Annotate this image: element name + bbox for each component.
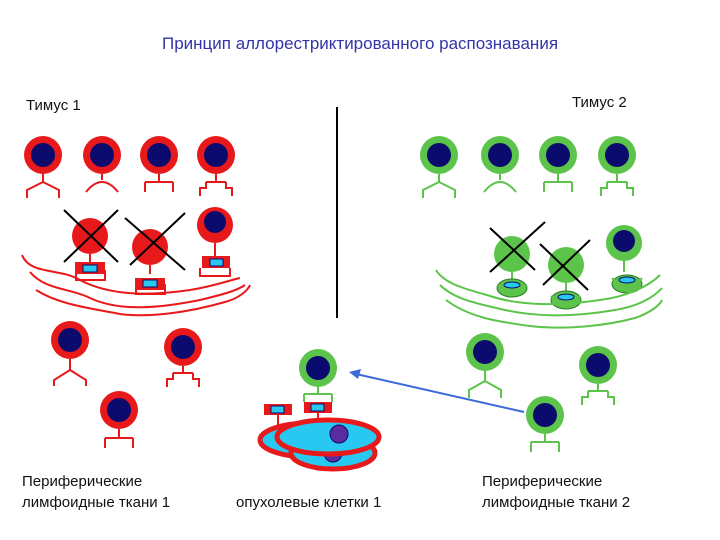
selected-lymphocyte-green: [606, 225, 643, 294]
lymphocyte-green: [481, 136, 519, 193]
lymphocyte-red: [140, 136, 178, 192]
selected-lymphocyte-red: [197, 207, 233, 268]
lymphocyte-red: [83, 136, 121, 193]
lymphocyte-red: [164, 328, 202, 387]
lymphocyte-green: [598, 136, 636, 196]
peripheral-tissues-2-label-line2: лимфоидные ткани 2: [482, 494, 630, 511]
thymic-epithelium-red: [21, 254, 241, 295]
deleted-cell-red: [124, 212, 186, 290]
lymphocyte-red: [51, 321, 89, 386]
lymphocyte-green: [579, 346, 617, 405]
deleted-cell-red: [63, 209, 119, 274]
tumor-group: [257, 349, 382, 472]
peripheral-tissues-1-label-line1: Периферические: [22, 473, 142, 490]
lymphocyte-red: [24, 136, 62, 198]
thymus-2-group: [420, 136, 663, 452]
migration-arrow: [349, 369, 525, 413]
lymphocyte-green: [526, 396, 564, 452]
slide-title: Принцип аллорестриктированного распознав…: [162, 34, 558, 53]
lymphocyte-green: [539, 136, 577, 192]
lymphocyte-red: [197, 136, 235, 196]
thymus-2-label: Тимус 2: [572, 94, 627, 111]
peripheral-tissues-1-label-line2: лимфоидные ткани 1: [22, 494, 170, 511]
tumor-cells-label: опухолевые клетки 1: [236, 494, 381, 511]
lymphocyte-green-effector: [299, 349, 337, 402]
deleted-cell-green: [489, 221, 546, 298]
peripheral-tissues-2-label-line1: Периферические: [482, 473, 602, 490]
deleted-cell-green: [539, 239, 591, 310]
lymphocyte-green: [466, 333, 504, 398]
lymphocyte-green: [420, 136, 458, 198]
thymus-1-group: [21, 136, 251, 448]
lymphocyte-red: [100, 391, 138, 448]
thymus-1-label: Тимус 1: [26, 97, 81, 114]
thymic-epithelium-green: [435, 269, 661, 306]
tumor-cell: [274, 417, 382, 457]
